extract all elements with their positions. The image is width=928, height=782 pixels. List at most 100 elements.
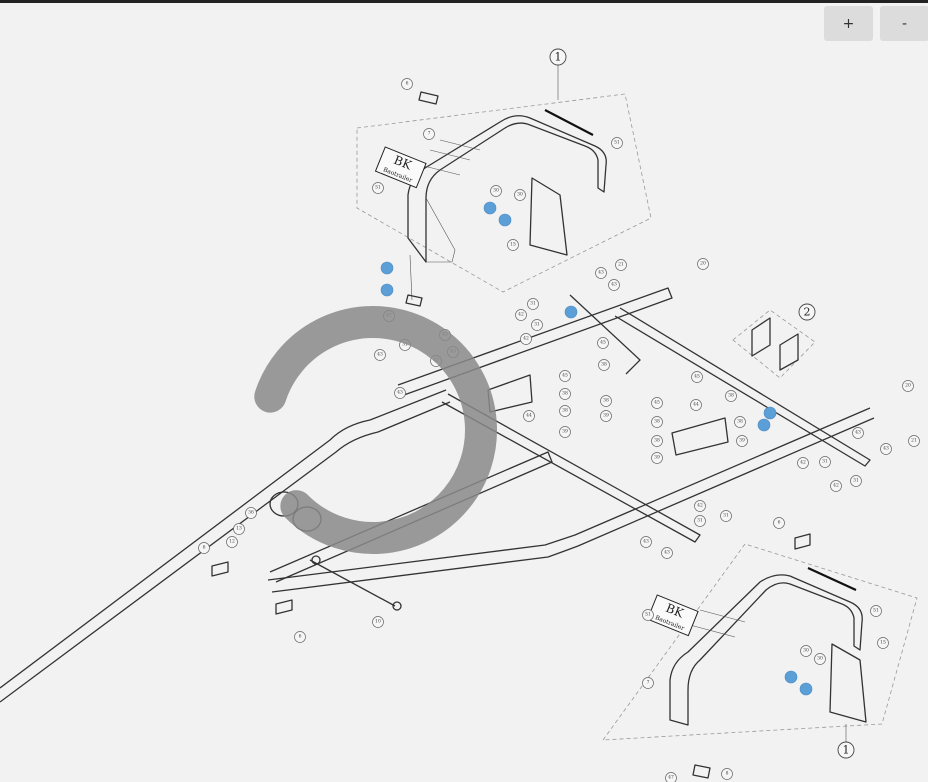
svg-text:43: 43: [397, 390, 403, 396]
svg-text:42: 42: [697, 503, 703, 509]
hotspot-marker[interactable]: [380, 283, 394, 297]
hotspot-marker[interactable]: [483, 201, 497, 215]
hotspot-marker[interactable]: [763, 406, 777, 420]
callout-21: 21: [615, 259, 627, 271]
callout-38: 38: [651, 416, 663, 428]
svg-text:15: 15: [880, 640, 886, 646]
hotspots[interactable]: [380, 201, 813, 696]
zoom-out-button[interactable]: -: [880, 6, 928, 41]
svg-text:8: 8: [726, 771, 729, 777]
callout-6: 6: [198, 542, 210, 554]
callout-45: 45: [597, 337, 609, 349]
trailer-frame: [0, 287, 875, 703]
svg-text:42: 42: [518, 312, 524, 318]
callout-43: 43: [852, 427, 864, 439]
svg-text:39: 39: [603, 413, 609, 419]
svg-text:31: 31: [822, 459, 828, 465]
callout-42: 42: [830, 480, 842, 492]
svg-text:47: 47: [668, 775, 674, 781]
top-border: [0, 0, 928, 3]
callout-8: 8: [721, 768, 733, 780]
svg-text:30: 30: [517, 192, 523, 198]
callout-31: 31: [531, 319, 543, 331]
assembly-outline-bracket: [732, 309, 816, 379]
svg-text:12: 12: [229, 539, 235, 545]
svg-text:7: 7: [428, 131, 431, 137]
callout-51: 51: [372, 182, 384, 194]
svg-text:39: 39: [654, 455, 660, 461]
hotspot-marker[interactable]: [757, 418, 771, 432]
callout-20: 20: [902, 380, 914, 392]
svg-text:15: 15: [510, 242, 516, 248]
svg-text:30: 30: [803, 648, 809, 654]
callout-39: 39: [600, 410, 612, 422]
callout-12: 12: [226, 536, 238, 548]
fender-bottom: BK Baotrailer: [646, 567, 867, 779]
svg-text:44: 44: [693, 402, 699, 408]
svg-text:1: 1: [843, 744, 850, 757]
assembly-label-fender-top[interactable]: 1: [549, 48, 567, 100]
callout-31: 31: [527, 298, 539, 310]
svg-text:6: 6: [299, 634, 302, 640]
callout-42: 42: [520, 333, 532, 345]
assembly-label-fender-bottom[interactable]: 1: [837, 724, 855, 759]
svg-text:21: 21: [618, 262, 624, 268]
svg-text:BK: BK: [664, 601, 687, 621]
svg-text:6: 6: [406, 81, 409, 87]
assembly-label-bracket[interactable]: 2: [798, 303, 816, 321]
callout-51: 51: [642, 609, 654, 621]
svg-text:31: 31: [853, 478, 859, 484]
callout-43: 43: [661, 547, 673, 559]
svg-text:38: 38: [728, 393, 734, 399]
callout-47: 47: [665, 772, 677, 782]
svg-text:13: 13: [236, 526, 242, 532]
hotspot-marker[interactable]: [498, 213, 512, 227]
svg-text:7: 7: [647, 680, 650, 686]
svg-text:39: 39: [562, 429, 568, 435]
callout-43: 43: [394, 387, 406, 399]
callout-31: 31: [819, 456, 831, 468]
svg-text:43: 43: [643, 539, 649, 545]
brand-logo: BK Baotrailer: [374, 146, 427, 189]
svg-text:43: 43: [855, 430, 861, 436]
callout-38: 38: [725, 390, 737, 402]
mudflap-top: [529, 177, 568, 256]
svg-text:38: 38: [654, 438, 660, 444]
callout-30: 30: [490, 185, 502, 197]
zoom-in-button[interactable]: +: [824, 6, 873, 41]
callout-21: 21: [908, 435, 920, 447]
callout-20: 20: [697, 258, 709, 270]
callout-38: 38: [559, 405, 571, 417]
callout-43: 43: [608, 279, 620, 291]
callout-38: 38: [598, 359, 610, 371]
svg-text:30: 30: [817, 656, 823, 662]
hotspot-marker[interactable]: [380, 261, 394, 275]
callout-30: 30: [514, 189, 526, 201]
svg-text:45: 45: [654, 400, 660, 406]
callout-43: 43: [880, 443, 892, 455]
svg-text:51: 51: [375, 185, 381, 191]
hotspot-marker[interactable]: [784, 670, 798, 684]
svg-text:36: 36: [248, 510, 254, 516]
callout-43: 43: [640, 536, 652, 548]
callout-45: 45: [691, 371, 703, 383]
svg-text:31: 31: [534, 322, 540, 328]
callout-38: 38: [734, 416, 746, 428]
svg-text:43: 43: [611, 282, 617, 288]
callout-43: 43: [374, 349, 386, 361]
svg-text:42: 42: [523, 336, 529, 342]
hotspot-marker[interactable]: [799, 682, 813, 696]
svg-text:6: 6: [778, 520, 781, 526]
svg-text:42: 42: [800, 460, 806, 466]
callout-45: 45: [651, 397, 663, 409]
svg-text:43: 43: [598, 270, 604, 276]
svg-text:2: 2: [804, 306, 811, 319]
svg-text:39: 39: [739, 438, 745, 444]
svg-text:44: 44: [526, 413, 532, 419]
hotspot-marker[interactable]: [564, 305, 578, 319]
assembly-outline-fender-top: [356, 93, 652, 293]
reflector-top: [418, 91, 439, 105]
callout-30: 30: [800, 645, 812, 657]
svg-text:31: 31: [530, 301, 536, 307]
